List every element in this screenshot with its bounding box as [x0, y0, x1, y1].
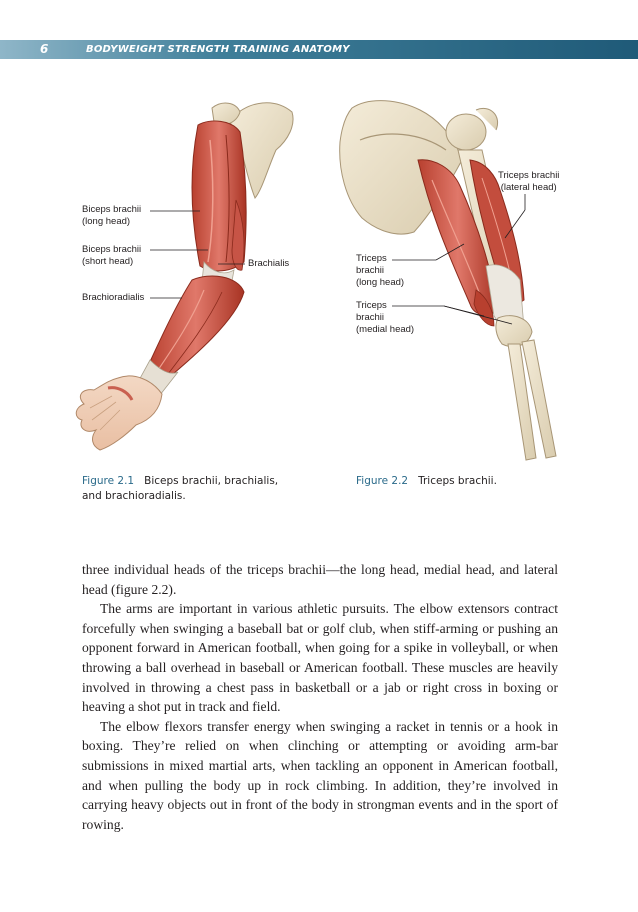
figure-2-2-caption: Figure 2.2 Triceps brachii.: [356, 474, 566, 489]
label-triceps-long-head: Triceps brachii (long head): [356, 253, 404, 289]
figure-2-1-caption: Figure 2.1 Biceps brachii, brachialis, an…: [82, 474, 312, 504]
label-brachialis: Brachialis: [248, 258, 290, 269]
label-line: Triceps: [356, 300, 387, 311]
label-line: (medial head): [356, 324, 415, 335]
figure-2-1-illustration: [75, 102, 294, 451]
running-header: 6 BODYWEIGHT STRENGTH TRAINING ANATOMY: [0, 40, 638, 59]
label-line: (long head): [356, 277, 405, 288]
label-biceps-long-head: Biceps brachii (long head): [82, 204, 141, 228]
caption-text: Biceps brachii, brachialis,: [144, 475, 279, 487]
paragraph: The arms are important in various athlet…: [82, 601, 558, 715]
label-brachioradialis: Brachioradialis: [82, 292, 145, 303]
label-line: (lateral head): [500, 182, 557, 193]
label-line: Triceps: [356, 253, 387, 264]
figure-2-2-leaders: [392, 194, 526, 325]
figure-2-2-illustration: [339, 100, 557, 461]
caption-text: and brachioradialis.: [82, 490, 186, 502]
label-line: brachii: [356, 312, 384, 323]
running-title: BODYWEIGHT STRENGTH TRAINING ANATOMY: [86, 44, 350, 55]
anatomy-illustrations: [75, 100, 557, 461]
paragraph: three individual heads of the triceps br…: [82, 562, 558, 597]
label-triceps-medial-head: Triceps brachii (medial head): [356, 300, 414, 336]
label-line: Biceps brachii: [82, 244, 142, 255]
caption-text: Triceps brachii.: [418, 475, 497, 487]
label-line: Triceps brachii: [498, 170, 560, 181]
paragraph: The elbow flexors transfer energy when s…: [82, 718, 558, 832]
label-biceps-short-head: Biceps brachii (short head): [82, 244, 141, 268]
label-line: Biceps brachii: [82, 204, 142, 215]
label-line: brachii: [356, 265, 384, 276]
label-triceps-lateral-head: Triceps brachii (lateral head): [498, 170, 559, 194]
page-number: 6: [40, 42, 49, 56]
caption-figure-number: Figure 2.1: [82, 475, 135, 487]
figure-2-1-leaders: [150, 210, 245, 299]
label-line: (long head): [82, 216, 131, 227]
label-line: (short head): [82, 256, 134, 267]
caption-figure-number: Figure 2.2: [356, 475, 409, 487]
body-text: three individual heads of the triceps br…: [82, 560, 558, 834]
